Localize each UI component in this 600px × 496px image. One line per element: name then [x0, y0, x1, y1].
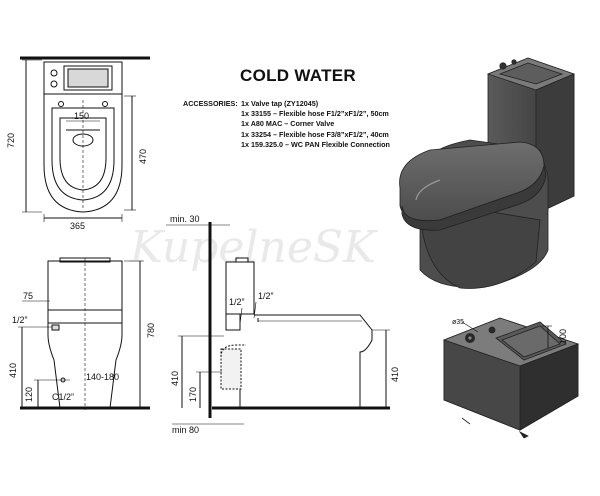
dim-100: 100: [558, 329, 568, 344]
accessory-item: 1x A80 MAC – Corner Valve: [241, 119, 335, 129]
dim-410-front: 410: [8, 363, 18, 378]
accessory-item: 1x 33155 – Flexible hose F1/2”xF1/2”, 50…: [241, 109, 389, 119]
dim-780: 780: [146, 323, 156, 338]
thread-side-a: 1/2”: [229, 297, 245, 307]
dim-140-180: 140-180: [86, 372, 119, 382]
accessory-item: 1x 159.325.0 – WC PAN Flexible Connectio…: [241, 139, 390, 149]
accessory-item: 1x Valve tap (ZY12045): [241, 99, 319, 108]
accessories-label: ACCESSORIES:: [183, 99, 238, 108]
thread-side-b: 1/2”: [258, 291, 274, 301]
tank-detail-3d: [442, 317, 580, 439]
top-view: [20, 56, 150, 222]
dim-720: 720: [6, 133, 16, 148]
dim-phi35: ø35: [452, 319, 464, 326]
thread-front: 1/2”: [12, 315, 28, 325]
toilet-3d-render: [399, 57, 576, 289]
outlet-thread: C1/2”: [52, 392, 74, 402]
dim-170: 170: [188, 387, 198, 402]
accessory-item: 1x 33254 – Flexible hose F3/8”xF1/2”, 40…: [241, 129, 389, 139]
dim-410-side: 410: [170, 371, 180, 386]
page-title: COLD WATER: [240, 66, 357, 85]
dim-150: 150: [74, 111, 89, 121]
dim-min-30: min. 30: [170, 214, 200, 224]
side-view: [166, 222, 390, 425]
front-view: [18, 257, 150, 410]
dim-470: 470: [138, 149, 148, 164]
accessories-items: 1x Valve tap (ZY12045) 1x 33155 – Flexib…: [241, 99, 481, 150]
dim-75: 75: [23, 291, 33, 301]
dim-365: 365: [70, 221, 85, 231]
dim-120: 120: [24, 387, 34, 402]
dim-410-right: 410: [390, 367, 400, 382]
dim-min-80: min 80: [172, 425, 199, 435]
